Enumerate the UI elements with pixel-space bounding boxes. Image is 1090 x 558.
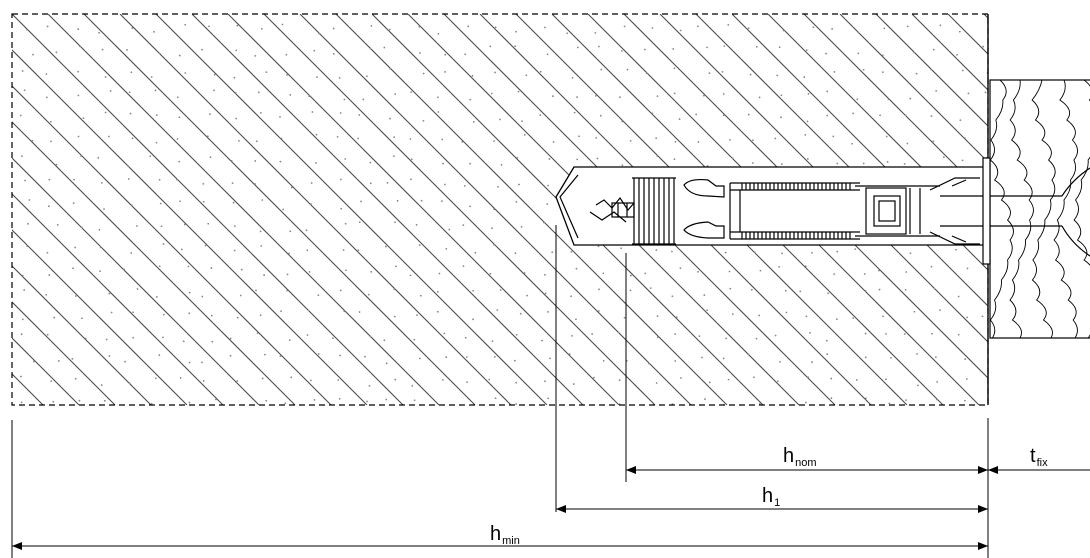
drill-hole <box>555 166 989 246</box>
anchor-shank <box>929 177 985 245</box>
extension-lines <box>11 225 989 558</box>
anchor-sleeve-ribs <box>632 177 851 245</box>
anchor-nut <box>865 187 921 235</box>
anchor-sleeve-body <box>729 182 940 240</box>
dimension-lines <box>12 466 1090 550</box>
wood-fixture <box>989 79 1090 339</box>
label-h-nom: hnom <box>783 445 817 469</box>
label-t-fix: tfix <box>1030 445 1048 469</box>
anchor-expansion-lobes <box>683 178 725 239</box>
anchor <box>559 157 1090 265</box>
label-h-min: hmin <box>490 523 520 547</box>
anchor-head-washer <box>982 157 1090 265</box>
label-h-1: h1 <box>762 485 780 509</box>
